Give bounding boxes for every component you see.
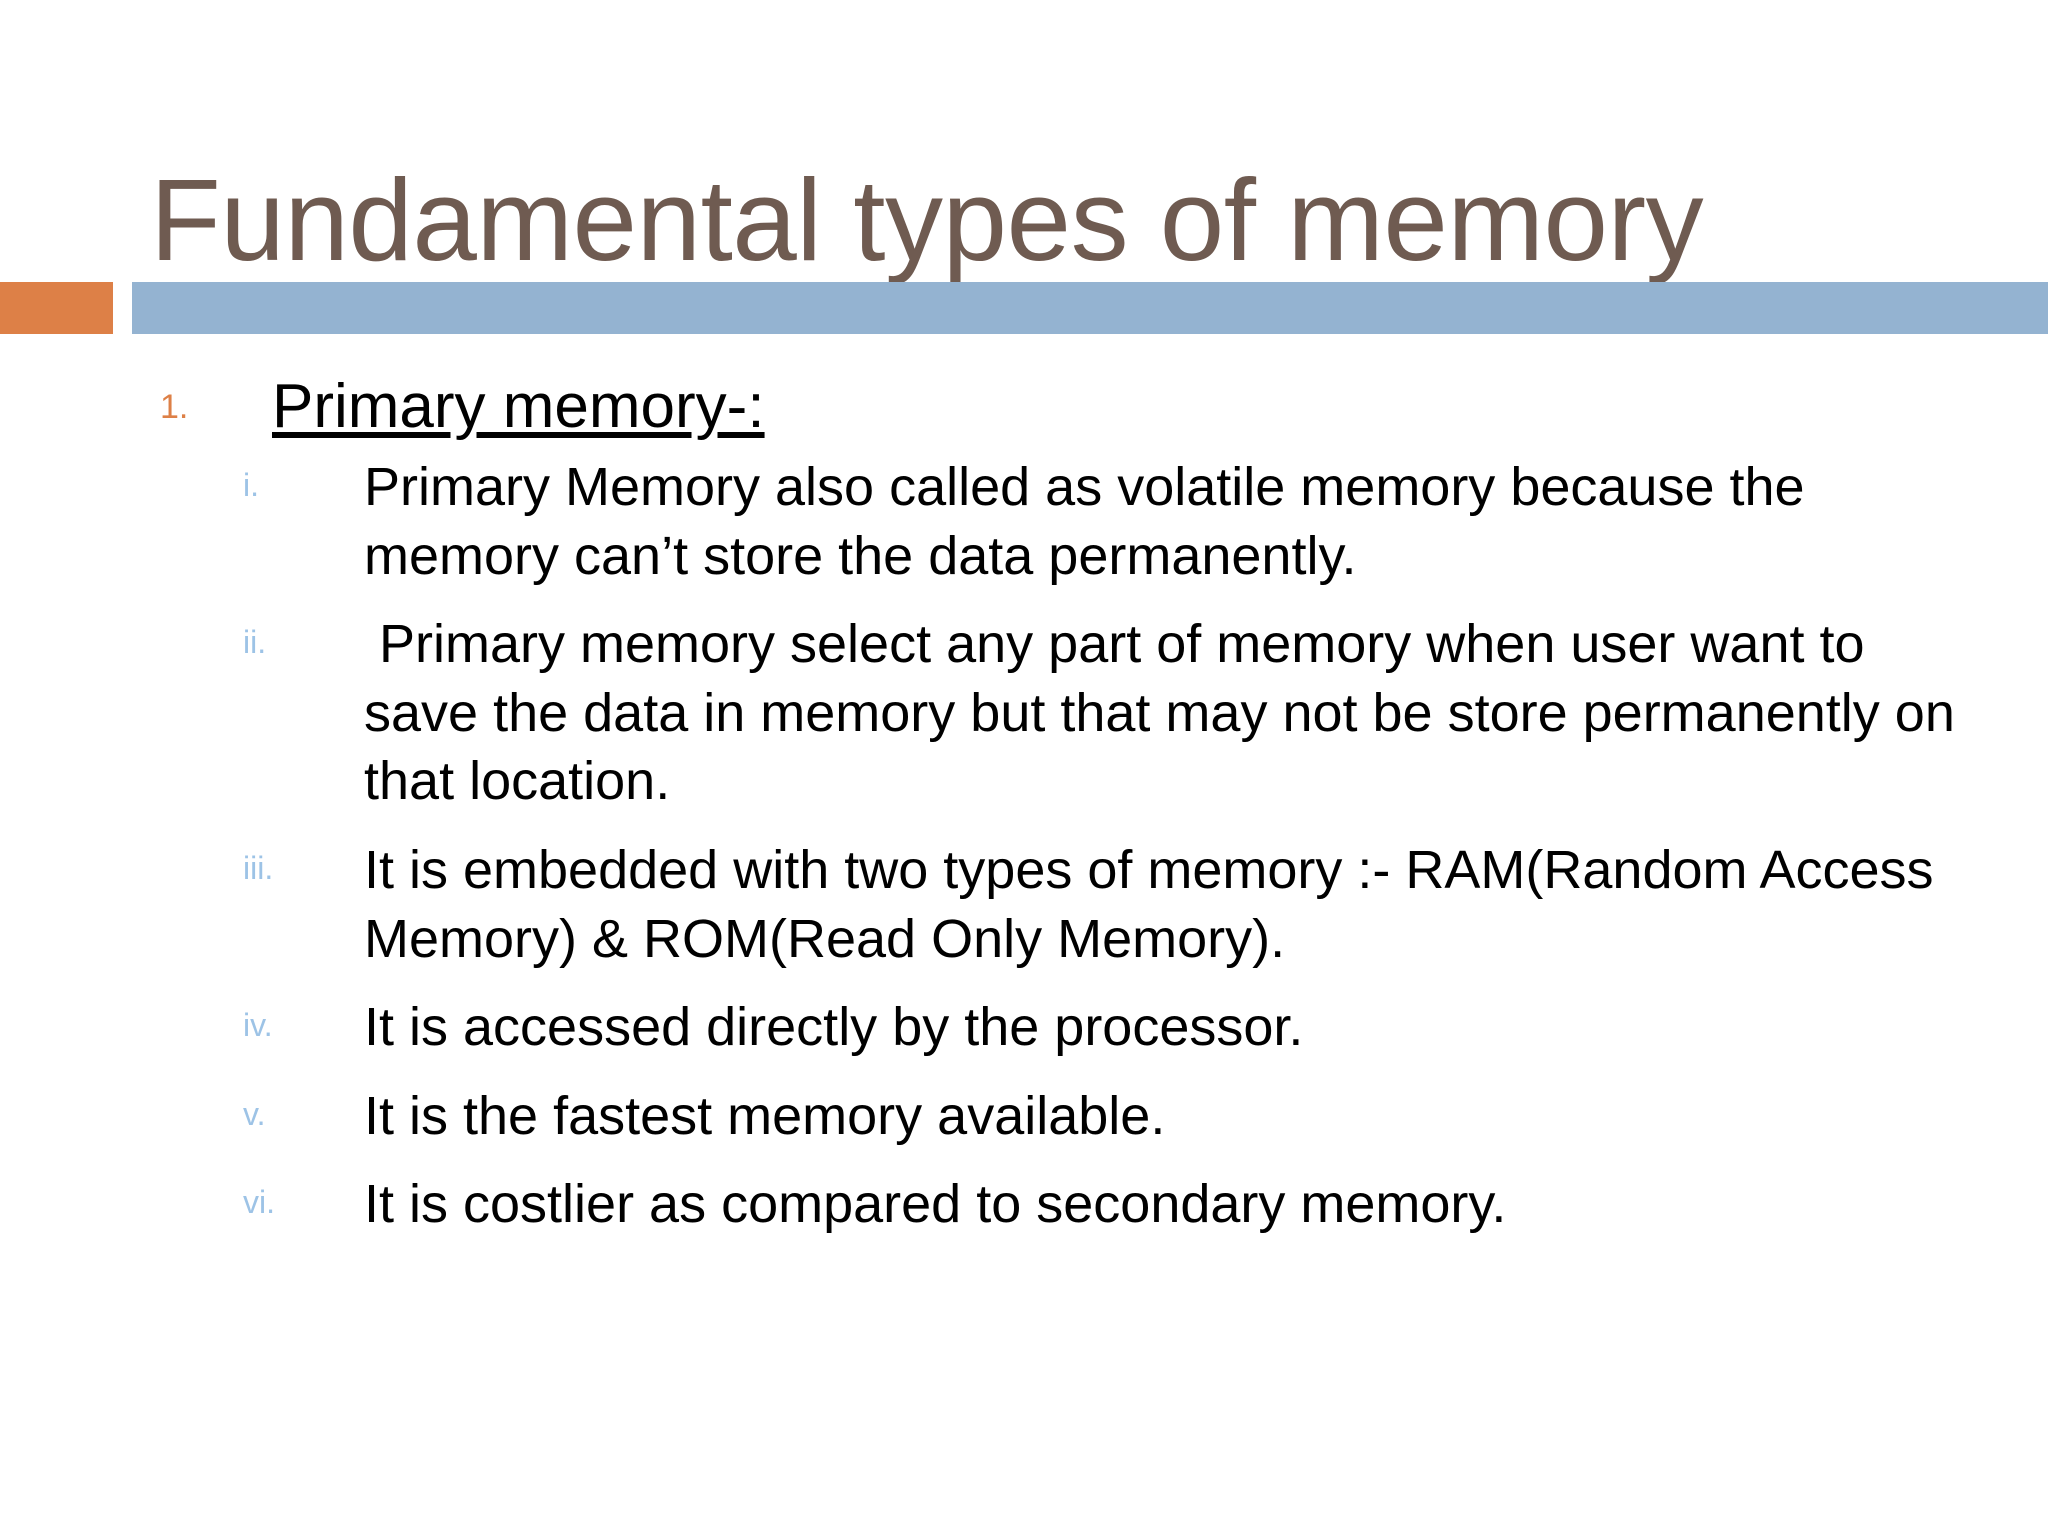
level2-text: Primary Memory also called as volatile m… <box>364 457 1820 586</box>
level2-text: It is accessed directly by the processor… <box>364 997 1304 1058</box>
level2-marker: ii. <box>243 624 267 661</box>
accent-bar-orange <box>0 282 113 334</box>
level2-list: i. Primary Memory also called as volatil… <box>0 453 2048 1239</box>
level2-text: Primary memory select any part of memory… <box>364 614 1970 812</box>
level2-marker: i. <box>243 467 259 504</box>
list-item: ii. Primary memory select any part of me… <box>0 610 2048 816</box>
list-item: i. Primary Memory also called as volatil… <box>0 453 2048 590</box>
level1-marker: 1. <box>160 388 189 426</box>
level2-marker: vi. <box>243 1184 275 1221</box>
list-item: v. It is the fastest memory available. <box>0 1082 2048 1151</box>
list-item-level1: 1. Primary memory-: <box>0 370 2048 443</box>
level2-text: It is embedded with two types of memory … <box>364 840 1949 969</box>
level2-marker: iv. <box>243 1007 273 1044</box>
level1-heading: Primary memory-: <box>272 372 765 441</box>
list-item: iii. It is embedded with two types of me… <box>0 836 2048 973</box>
list-item: iv. It is accessed directly by the proce… <box>0 993 2048 1062</box>
slide-body: 1. Primary memory-: i. Primary Memory al… <box>0 370 2048 1259</box>
accent-bar-blue <box>132 282 2048 334</box>
page-title: Fundamental types of memory <box>150 154 1980 286</box>
level2-text: It is the fastest memory available. <box>364 1085 1166 1146</box>
level2-marker: iii. <box>243 850 274 887</box>
page-title-text: Fundamental types of memory <box>150 154 1704 285</box>
header-divider <box>0 282 2048 334</box>
list-item: vi. It is costlier as compared to second… <box>0 1170 2048 1239</box>
level2-text: It is costlier as compared to secondary … <box>364 1174 1507 1235</box>
level2-marker: v. <box>243 1095 266 1132</box>
